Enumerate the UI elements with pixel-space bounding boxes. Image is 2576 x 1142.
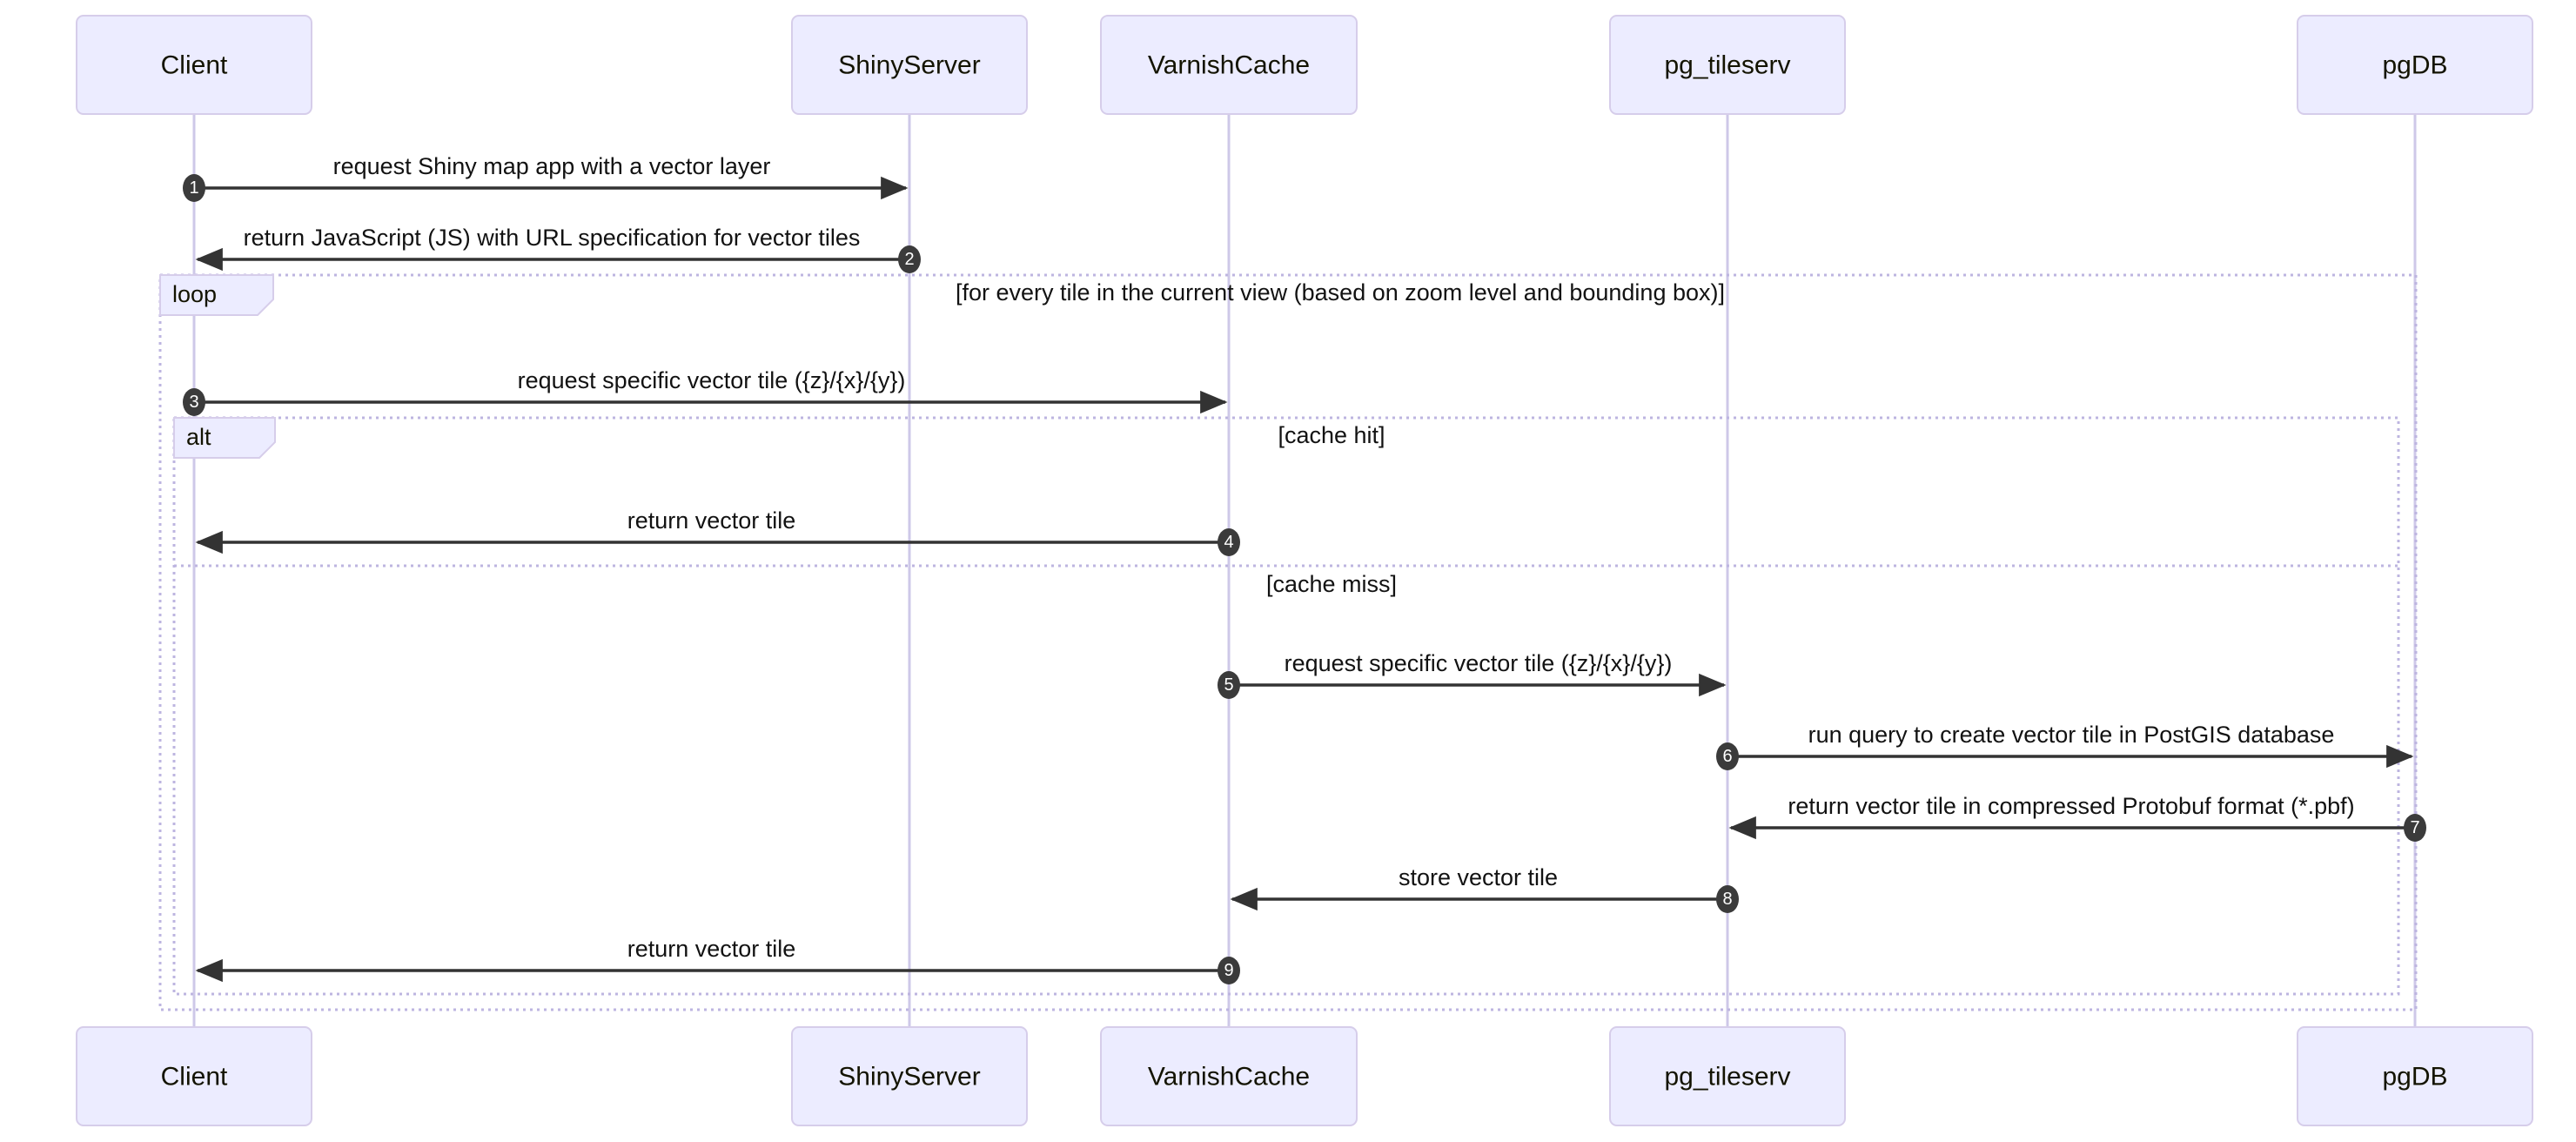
actor-label-tileserv-top: pg_tileserv: [1664, 50, 1790, 79]
sequence-marker-5: [1218, 671, 1240, 699]
message-8: store vector tile 8: [1230, 864, 1739, 913]
actor-tileserv-bottom[interactable]: pg_tileserv: [1609, 1026, 1846, 1126]
actor-box-varnish-top[interactable]: [1100, 15, 1358, 115]
message-label-3: request specific vector tile ({z}/{x}/{y…: [518, 367, 906, 393]
message-label-2: return JavaScript (JS) with URL specific…: [244, 225, 861, 251]
sequence-number-1: 1: [189, 178, 198, 198]
sequence-marker-7: [2404, 814, 2426, 842]
actor-label-client-top: Client: [161, 50, 228, 79]
actor-client-bottom[interactable]: Client: [76, 1026, 312, 1126]
sequence-marker-9: [1218, 957, 1240, 984]
sequence-marker-8: [1716, 885, 1739, 913]
sequence-marker-4: [1218, 528, 1240, 556]
actor-shiny-bottom[interactable]: ShinyServer: [791, 1026, 1028, 1126]
actor-label-pgdb-top: pgDB: [2382, 50, 2447, 79]
message-4: return vector tile 4: [195, 507, 1240, 556]
actors-bottom-layer: Client ShinyServer VarnishCache pg_tileserv…: [76, 1026, 2533, 1126]
loop-block-frame: [158, 273, 2418, 1011]
actor-box-shiny-top[interactable]: [791, 15, 1028, 115]
message-6: run query to create vector tile in PostG…: [1716, 722, 2414, 770]
message-label-5: request specific vector tile ({z}/{x}/{y…: [1285, 650, 1673, 676]
sequence-number-2: 2: [904, 250, 914, 269]
actor-varnish-top[interactable]: VarnishCache: [1100, 15, 1358, 115]
actor-label-varnish-top: VarnishCache: [1148, 50, 1310, 79]
actor-box-pgdb-bottom[interactable]: [2297, 1026, 2533, 1126]
actor-box-varnish-bottom[interactable]: [1100, 1026, 1358, 1126]
message-9: return vector tile 9: [195, 936, 1240, 984]
actor-label-varnish-bottom: VarnishCache: [1148, 1062, 1310, 1091]
sequence-number-7: 7: [2410, 818, 2419, 837]
sequence-number-5: 5: [1224, 675, 1233, 695]
actor-box-shiny-bottom[interactable]: [791, 1026, 1028, 1126]
actor-varnish-bottom[interactable]: VarnishCache: [1100, 1026, 1358, 1126]
sequence-marker-6: [1716, 742, 1739, 770]
loop-block-condition: [for every tile in the current view (bas…: [956, 279, 1725, 306]
actor-label-pgdb-bottom: pgDB: [2382, 1062, 2447, 1091]
sequence-number-6: 6: [1722, 747, 1732, 766]
message-label-8: store vector tile: [1399, 864, 1558, 890]
messages-layer: request Shiny map app with a vector laye…: [183, 153, 2426, 984]
message-2: return JavaScript (JS) with URL specific…: [195, 225, 921, 273]
actor-label-tileserv-bottom: pg_tileserv: [1664, 1062, 1790, 1091]
message-3: request specific vector tile ({z}/{x}/{y…: [183, 367, 1228, 416]
message-label-4: return vector tile: [627, 507, 796, 534]
actor-box-pgdb-top[interactable]: [2297, 15, 2533, 115]
actor-tileserv-top[interactable]: pg_tileserv: [1609, 15, 1846, 115]
actor-label-shiny-top: ShinyServer: [838, 50, 980, 79]
alt-block-frame: [172, 416, 2400, 996]
blocks-layer: loop [for every tile in the current view …: [158, 273, 2418, 1011]
sequence-number-8: 8: [1722, 890, 1732, 909]
message-label-7: return vector tile in compressed Protobu…: [1788, 793, 2354, 819]
alt-block-keyword: alt: [186, 424, 211, 450]
sequence-marker-2: [898, 245, 921, 273]
actor-pgdb-bottom[interactable]: pgDB: [2297, 1026, 2533, 1126]
sequence-number-9: 9: [1224, 961, 1233, 980]
loop-block-keyword: loop: [172, 281, 217, 307]
message-label-1: request Shiny map app with a vector laye…: [333, 153, 771, 179]
message-label-9: return vector tile: [627, 936, 796, 962]
actor-box-tileserv-bottom[interactable]: [1609, 1026, 1846, 1126]
sequence-marker-3: [183, 388, 205, 416]
sequence-number-3: 3: [189, 393, 198, 412]
actor-box-client-top[interactable]: [76, 15, 312, 115]
alt-block-condition: [cache hit]: [1278, 422, 1385, 448]
actor-shiny-top[interactable]: ShinyServer: [791, 15, 1028, 115]
actor-box-tileserv-top[interactable]: [1609, 15, 1846, 115]
sequence-number-4: 4: [1224, 533, 1233, 552]
message-label-6: run query to create vector tile in PostG…: [1808, 722, 2335, 748]
sequence-marker-1: [183, 174, 205, 202]
alt-block-else-condition: [cache miss]: [1266, 571, 1397, 597]
actor-label-client-bottom: Client: [161, 1062, 228, 1091]
message-1: request Shiny map app with a vector laye…: [183, 153, 909, 202]
actor-box-client-bottom[interactable]: [76, 1026, 312, 1126]
actor-label-shiny-bottom: ShinyServer: [838, 1062, 980, 1091]
message-7: return vector tile in compressed Protobu…: [1728, 793, 2426, 842]
alt-block-label-shape: [173, 417, 276, 459]
actors-top-layer: Client ShinyServer VarnishCache pg_tileserv…: [76, 15, 2533, 115]
actor-client-top[interactable]: Client: [76, 15, 312, 115]
loop-block-label-shape: [159, 274, 274, 316]
message-5: request specific vector tile ({z}/{x}/{y…: [1218, 650, 1727, 699]
actor-pgdb-top[interactable]: pgDB: [2297, 15, 2533, 115]
